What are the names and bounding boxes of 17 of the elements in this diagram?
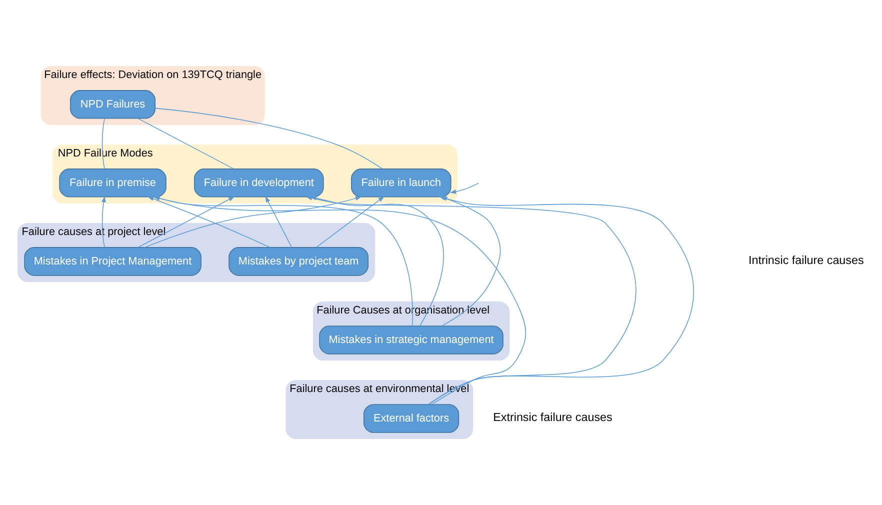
node-box: NPD Failures — [70, 90, 156, 119]
node-box: Failure in development — [194, 168, 324, 198]
node-box: External factors — [363, 404, 460, 433]
node-box: Mistakes in Project Management — [24, 247, 202, 276]
connector — [154, 108, 383, 170]
connector — [102, 118, 105, 170]
node-box: Failure in launch — [351, 168, 452, 198]
arrow — [102, 196, 106, 248]
connector — [138, 118, 234, 170]
node-box: Mistakes by project team — [228, 247, 369, 276]
node-box: Failure in premise — [59, 168, 166, 198]
label: Extrinsic failure causes — [493, 411, 612, 424]
node-box: Mistakes in strategic management — [319, 326, 504, 354]
arrow — [265, 196, 292, 248]
label: Intrinsic failure causes — [748, 254, 864, 268]
arrow — [450, 182, 479, 194]
arrow — [316, 196, 384, 248]
